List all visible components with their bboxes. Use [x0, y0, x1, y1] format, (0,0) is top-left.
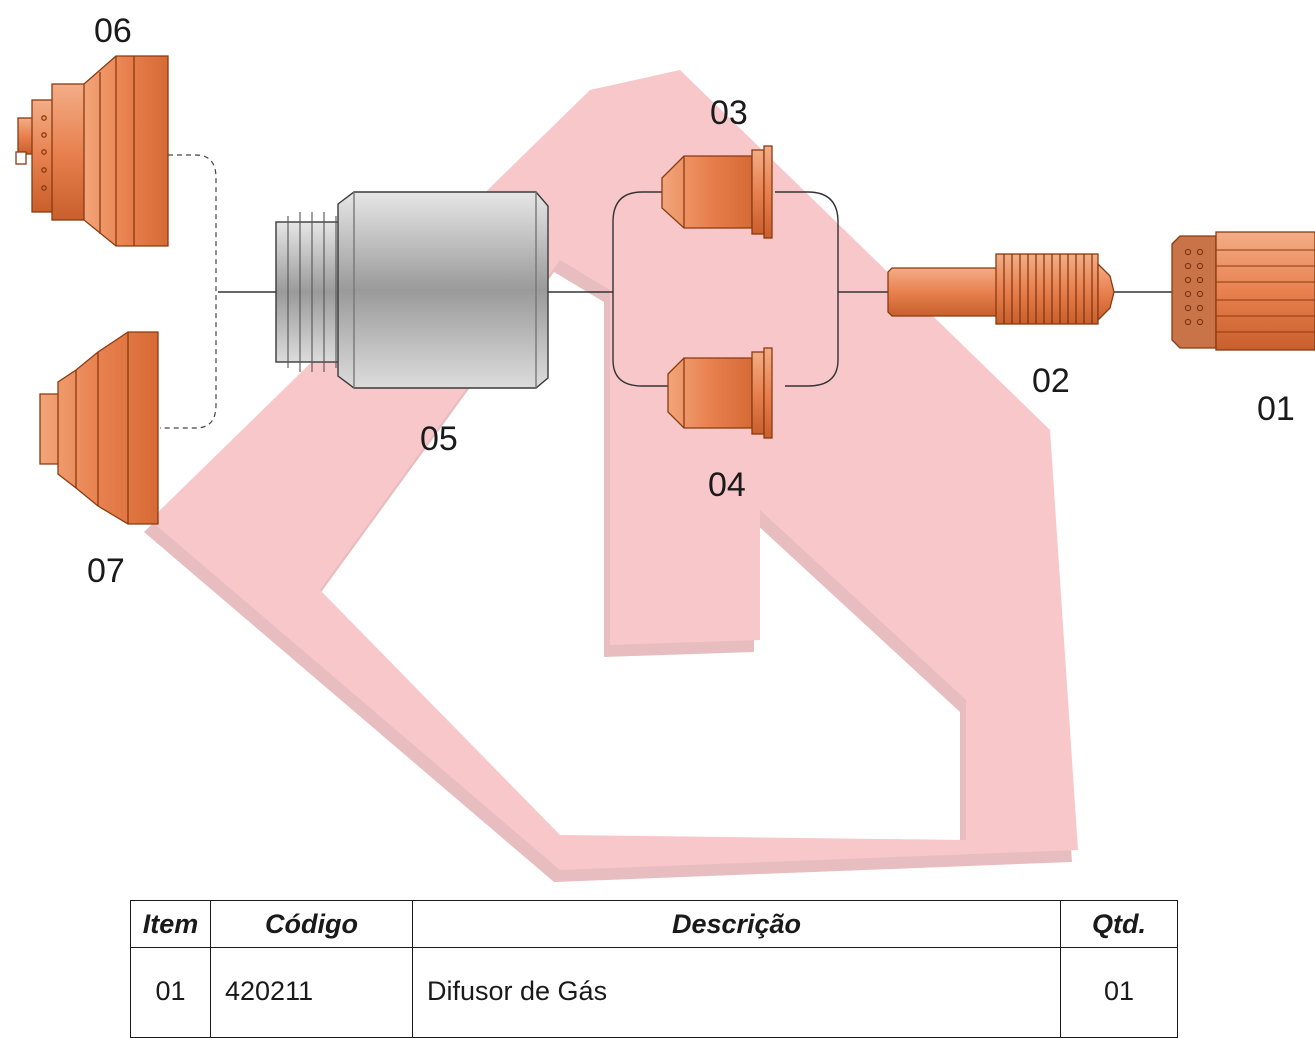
parts-table: Item Código Descrição Qtd. 01 420211 Dif… — [130, 900, 1178, 1038]
part-04-nozzle-alt — [667, 347, 773, 439]
label-part-01: 01 — [1257, 390, 1295, 428]
label-part-04: 04 — [708, 466, 746, 504]
part-03-nozzle — [661, 145, 773, 239]
cell-qty: 01 — [1060, 947, 1178, 1038]
part-02-electrode — [887, 253, 1115, 325]
label-part-07: 07 — [87, 552, 125, 590]
table-header-row: Item Código Descrição Qtd. — [130, 900, 1178, 948]
alternative-dashed-links — [160, 154, 217, 429]
part-05-retaining-cap — [275, 191, 549, 389]
part-07-shield-alt — [39, 331, 159, 525]
cell-item: 01 — [130, 947, 211, 1038]
part-06-shield — [15, 55, 169, 247]
table-row: 01 420211 Difusor de Gás 01 — [130, 947, 1178, 1038]
label-part-02: 02 — [1032, 362, 1070, 400]
label-part-06: 06 — [94, 12, 132, 50]
cell-code: 420211 — [210, 947, 413, 1038]
header-code: Código — [210, 900, 413, 948]
header-item: Item — [130, 900, 211, 948]
exploded-parts-diagram — [15, 55, 1315, 882]
label-part-03: 03 — [710, 94, 748, 132]
connection-lines — [218, 191, 1172, 387]
header-qty: Qtd. — [1060, 900, 1178, 948]
part-01-gas-diffuser — [1171, 231, 1315, 351]
watermark-logo — [144, 70, 1078, 882]
header-description: Descrição — [412, 900, 1061, 948]
label-part-05: 05 — [420, 420, 458, 458]
cell-description: Difusor de Gás — [412, 947, 1061, 1038]
